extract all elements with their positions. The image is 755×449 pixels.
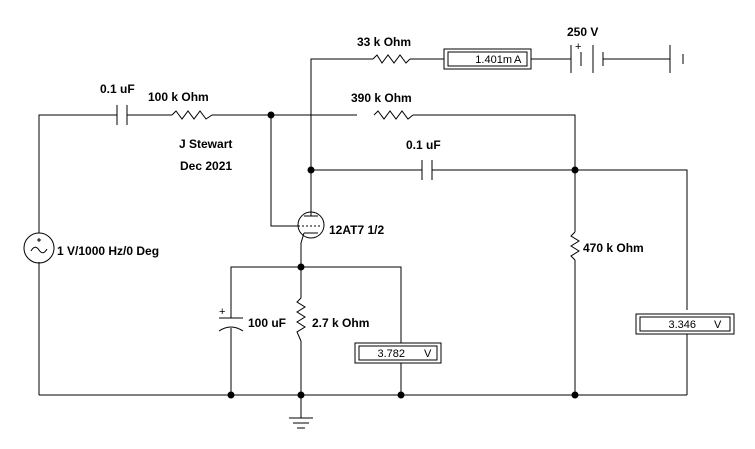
ammeter-unit: A	[514, 54, 522, 66]
tube-label: 12AT7 1/2	[329, 223, 384, 237]
junction-dot	[307, 166, 315, 174]
input-capacitor-symbol	[116, 105, 128, 125]
33k-resistor-symbol	[372, 54, 411, 64]
battery-label: 250 V	[567, 25, 598, 39]
capacitor-polarity-mark: +	[219, 306, 225, 318]
junction-dot	[297, 391, 305, 399]
junction-dot	[297, 263, 305, 271]
470k-resistor-symbol	[570, 231, 580, 261]
output-voltmeter-value: 3.346	[668, 319, 696, 331]
output-voltmeter: 3.346 V	[635, 313, 735, 335]
vacuum-tube-symbol	[297, 208, 325, 244]
date-label: Dec 2021	[180, 159, 232, 173]
author-label: J Stewart	[179, 137, 232, 151]
cathode-voltmeter-unit: V	[424, 348, 432, 360]
470k-resistor-label: 470 k Ohm	[583, 241, 644, 255]
svg-text:+: +	[575, 41, 581, 53]
battery-ground-symbol	[669, 45, 684, 73]
cathode-voltmeter: 3.782 V	[354, 342, 442, 364]
ac-source-label: 1 V/1000 Hz/0 Deg	[57, 244, 159, 258]
input-capacitor-label: 0.1 uF	[100, 82, 135, 96]
output-voltmeter-unit: V	[714, 319, 722, 331]
junction-dot	[267, 111, 275, 119]
cathode-resistor-label: 2.7 k Ohm	[312, 316, 369, 330]
junction-dot	[397, 391, 405, 399]
component-labels: 0.1 uF 100 k Ohm 33 k Ohm 250 V 390 k Oh…	[57, 25, 644, 330]
33k-resistor-label: 33 k Ohm	[357, 35, 411, 49]
junctions	[227, 111, 579, 399]
grid-resistor-label: 100 k Ohm	[148, 90, 209, 104]
cathode-resistor-symbol	[296, 297, 306, 342]
junction-dot	[571, 166, 579, 174]
ammeter: 1.401m A	[443, 48, 532, 70]
battery-symbol: +	[570, 41, 604, 73]
ammeter-value: 1.401m	[475, 54, 512, 66]
junction-dot	[571, 391, 579, 399]
cathode-voltmeter-value: 3.782	[377, 348, 405, 360]
ac-source-symbol	[23, 232, 55, 264]
grid-resistor-symbol	[171, 110, 213, 120]
390k-resistor-label: 390 k Ohm	[351, 91, 412, 105]
cathode-capacitor-label: 100 uF	[248, 316, 286, 330]
wires	[38, 58, 688, 418]
junction-dot	[227, 391, 235, 399]
output-capacitor-label: 0.1 uF	[406, 138, 441, 152]
output-capacitor-symbol	[421, 160, 433, 180]
ground-symbol	[289, 417, 313, 429]
390k-resistor-symbol	[373, 110, 414, 120]
cathode-capacitor-symbol: +	[218, 306, 244, 332]
